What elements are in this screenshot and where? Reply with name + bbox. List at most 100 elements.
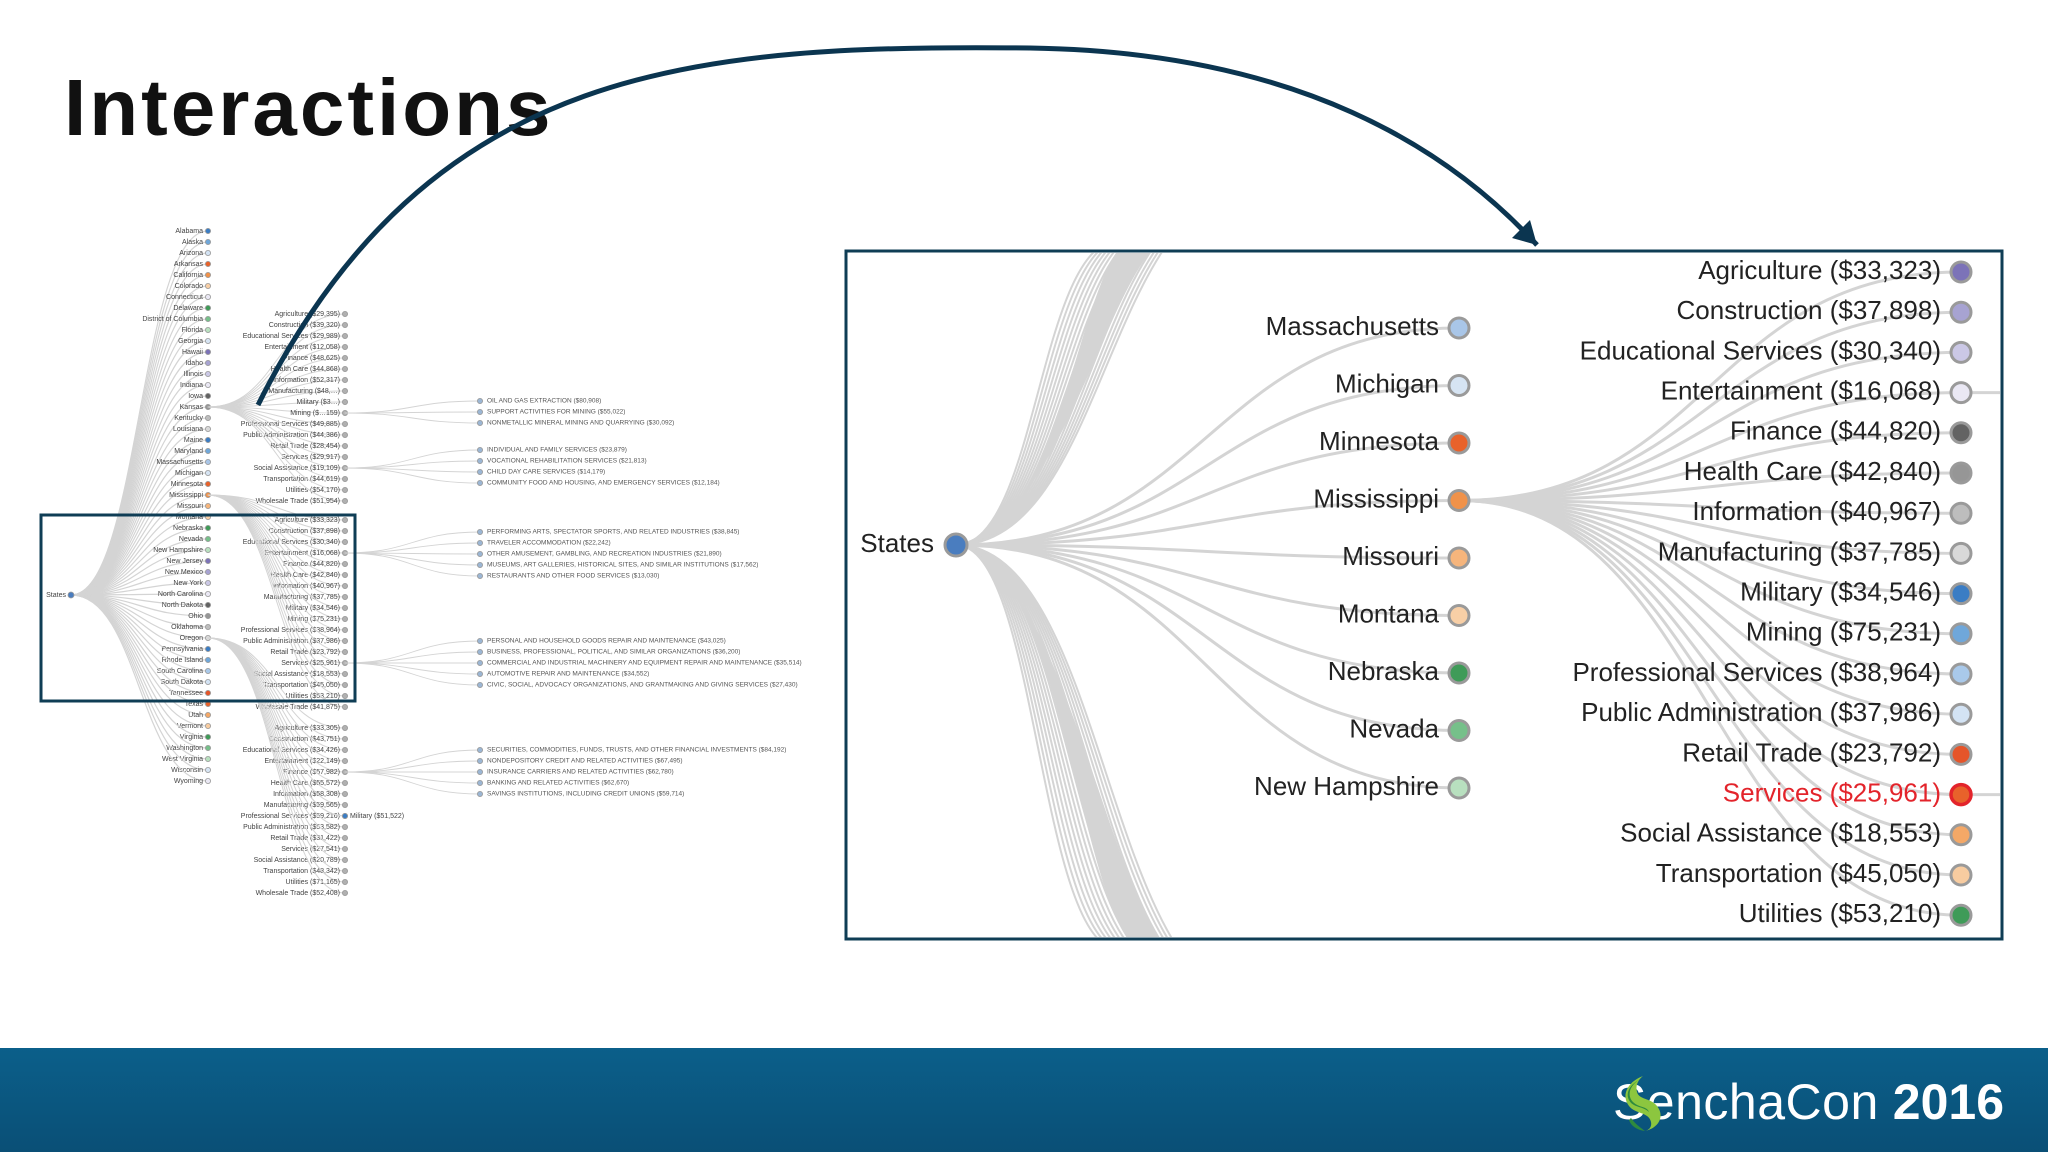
overview-industry-node[interactable]: [341, 704, 348, 711]
overview-subindustry-node[interactable]: [476, 660, 483, 667]
overview-state-node[interactable]: [204, 580, 211, 587]
overview-state-node[interactable]: [204, 271, 211, 278]
zoom-industry-node[interactable]: [1949, 702, 1973, 726]
zoom-state-node[interactable]: [1447, 374, 1471, 397]
overview-subindustry-node[interactable]: [476, 479, 483, 486]
overview-state-node[interactable]: [204, 348, 211, 355]
overview-industry-node[interactable]: [341, 420, 348, 427]
overview-industry-node[interactable]: [341, 321, 348, 328]
overview-industry-node[interactable]: [341, 354, 348, 361]
zoom-industry-node[interactable]: [1949, 823, 1973, 847]
overview-industry-node[interactable]: [341, 332, 348, 339]
overview-state-node[interactable]: [204, 315, 211, 322]
overview-industry-node[interactable]: [341, 497, 348, 504]
overview-subindustry-node[interactable]: [476, 457, 483, 464]
zoom-industry-node[interactable]: [1949, 622, 1973, 646]
overview-state-node[interactable]: [204, 723, 211, 730]
overview-state-node[interactable]: [204, 712, 211, 719]
overview-state-node[interactable]: [204, 436, 211, 443]
zoom-industry-node[interactable]: [1949, 501, 1973, 525]
overview-subindustry-node[interactable]: [476, 573, 483, 580]
overview-state-node[interactable]: [204, 569, 211, 576]
overview-state-node[interactable]: [204, 591, 211, 598]
overview-state-node[interactable]: [204, 778, 211, 785]
overview-state-node[interactable]: [204, 458, 211, 465]
overview-industry-node[interactable]: [341, 791, 348, 798]
overview-subindustry-node[interactable]: [476, 638, 483, 645]
overview-industry-node[interactable]: [341, 671, 348, 678]
overview-state-node[interactable]: [204, 392, 211, 399]
overview-industry-node[interactable]: [341, 365, 348, 372]
zoom-industry-node[interactable]: [1949, 421, 1973, 445]
overview-subindustry-node[interactable]: [476, 747, 483, 754]
overview-state-node[interactable]: [204, 260, 211, 267]
overview-industry-node[interactable]: [341, 453, 348, 460]
overview-industry-node[interactable]: [341, 649, 348, 656]
overview-industry-node[interactable]: [341, 747, 348, 754]
zoom-state-node[interactable]: [1447, 719, 1471, 742]
zoom-industry-node[interactable]: [1949, 340, 1973, 364]
overview-state-node[interactable]: [204, 304, 211, 311]
overview-state-node[interactable]: [204, 547, 211, 554]
overview-subindustry-node[interactable]: [476, 649, 483, 656]
overview-industry-node[interactable]: [341, 539, 348, 546]
zoom-industry-node[interactable]: [1949, 863, 1973, 887]
overview-state-node[interactable]: [204, 525, 211, 532]
overview-industry-node[interactable]: [341, 758, 348, 765]
overview-subindustry-node[interactable]: [476, 540, 483, 547]
overview-industry-node[interactable]: [341, 802, 348, 809]
overview-subindustry-node[interactable]: [476, 682, 483, 689]
overview-state-node[interactable]: [204, 238, 211, 245]
zoom-state-node[interactable]: [1447, 776, 1471, 800]
zoom-industry-node[interactable]: [1949, 300, 1973, 324]
overview-state-node[interactable]: [204, 282, 211, 289]
overview-industry-node[interactable]: [341, 736, 348, 743]
zoom-state-node[interactable]: [1447, 661, 1471, 685]
overview-state-node[interactable]: [204, 337, 211, 344]
zoom-root-node[interactable]: [943, 532, 969, 558]
overview-industry-node[interactable]: [341, 868, 348, 875]
overview-state-node[interactable]: [204, 425, 211, 432]
overview-industry-node[interactable]: [341, 693, 348, 700]
overview-industry-node[interactable]: [341, 572, 348, 579]
overview-subindustry-node[interactable]: [476, 758, 483, 765]
overview-industry-node[interactable]: [341, 857, 348, 864]
overview-state-node[interactable]: [204, 558, 211, 565]
overview-state-node[interactable]: [204, 381, 211, 388]
zoom-industry-node[interactable]: [1949, 903, 1973, 927]
overview-industry-node[interactable]: [341, 627, 348, 634]
overview-state-node[interactable]: [204, 679, 211, 686]
overview-state-node[interactable]: [204, 447, 211, 454]
overview-industry-node[interactable]: [341, 376, 348, 383]
overview-state-node[interactable]: [204, 624, 211, 631]
overview-subindustry-node[interactable]: [476, 562, 483, 569]
overview-industry-node[interactable]: [341, 835, 348, 842]
overview-state-node[interactable]: [204, 359, 211, 366]
overview-industry-node[interactable]: [341, 780, 348, 787]
overview-industry-node[interactable]: [341, 583, 348, 590]
overview-state-node[interactable]: [204, 370, 211, 377]
zoom-state-node[interactable]: [1447, 316, 1471, 340]
zoom-industry-node[interactable]: [1949, 662, 1973, 686]
overview-state-node[interactable]: [204, 249, 211, 256]
overview-state-node[interactable]: [204, 613, 211, 620]
overview-subindustry-node[interactable]: [476, 551, 483, 558]
overview-subindustry-node[interactable]: [476, 397, 483, 404]
overview-industry-node[interactable]: [341, 561, 348, 568]
overview-industry-node[interactable]: [341, 682, 348, 689]
overview-state-node[interactable]: [204, 414, 211, 421]
overview-state-node[interactable]: [204, 469, 211, 476]
overview-state-node[interactable]: [204, 690, 211, 697]
overview-subindustry-node[interactable]: [476, 446, 483, 453]
zoom-state-node[interactable]: [1447, 489, 1471, 512]
overview-state-node[interactable]: [204, 326, 211, 333]
overview-industry-node[interactable]: [341, 442, 348, 449]
overview-industry-node[interactable]: [341, 846, 348, 853]
overview-subindustry-node[interactable]: [476, 780, 483, 787]
overview-subindustry-node[interactable]: [476, 671, 483, 678]
overview-industry-node[interactable]: [341, 824, 348, 831]
overview-industry-node[interactable]: [341, 605, 348, 612]
overview-industry-node[interactable]: [341, 310, 348, 317]
overview-industry-node[interactable]: [341, 398, 348, 405]
overview-subindustry-node[interactable]: [476, 468, 483, 475]
